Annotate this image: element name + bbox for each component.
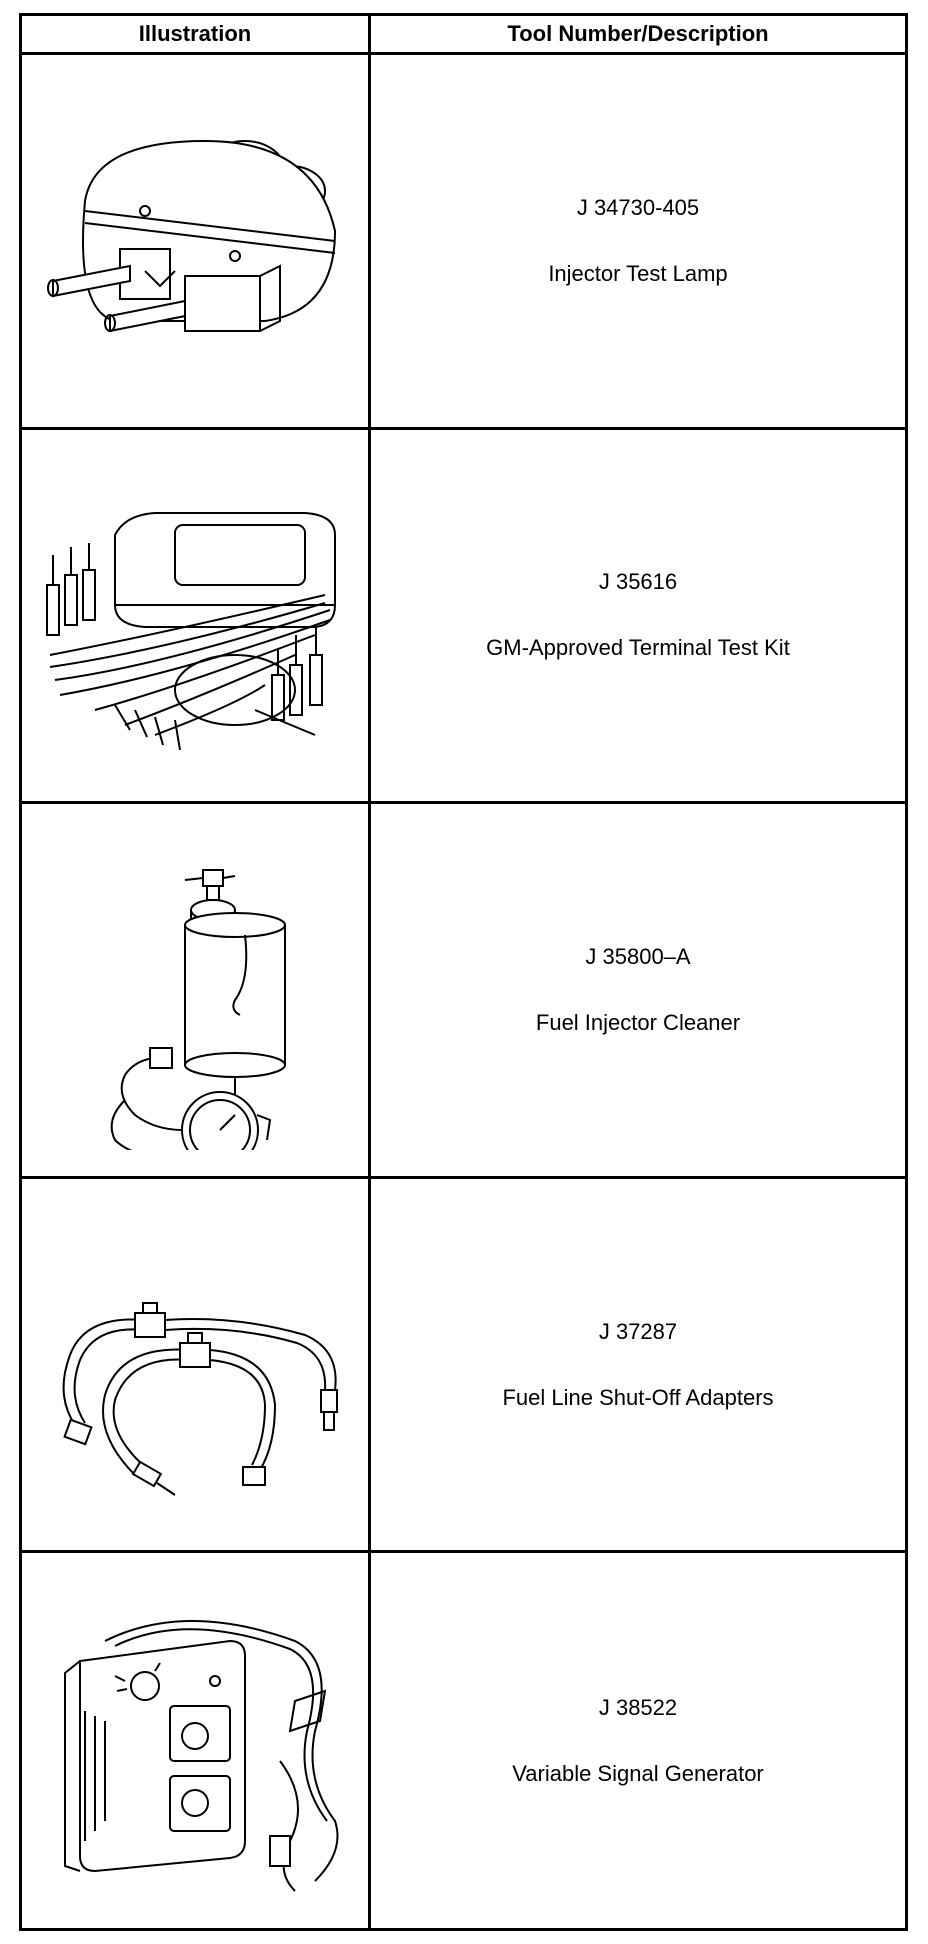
- description-cell: J 35800–A Fuel Injector Cleaner: [371, 804, 905, 1179]
- description-cell: J 35616 GM-Approved Terminal Test Kit: [371, 430, 905, 805]
- terminal-test-kit-icon: [35, 455, 355, 775]
- tool-number: J 38522: [598, 1694, 678, 1720]
- tool-number: J 37287: [598, 1318, 678, 1344]
- tool-description: Injector Test Lamp: [548, 260, 728, 286]
- illustration-cell: [22, 804, 371, 1179]
- fuel-injector-cleaner-icon: [35, 830, 355, 1150]
- header-illustration: Illustration: [22, 16, 371, 55]
- illustration-cell: [22, 429, 371, 805]
- description-cell: J 37287 Fuel Line Shut-Off Adapters: [371, 1179, 905, 1554]
- header-tool-description: Tool Number/Description: [371, 16, 905, 55]
- tool-description: Variable Signal Generator: [512, 1760, 764, 1786]
- tool-description: Fuel Injector Cleaner: [535, 1009, 741, 1035]
- tools-table: Illustration Tool Number/Description J 3…: [19, 13, 908, 1931]
- fuel-line-adapters-icon: [35, 1205, 355, 1525]
- tool-number: J 35616: [598, 569, 678, 595]
- illustration-cell: [22, 55, 371, 430]
- illustration-cell: [22, 1178, 371, 1554]
- tool-number: J 35800–A: [585, 943, 691, 969]
- tool-description: GM-Approved Terminal Test Kit: [486, 635, 790, 661]
- tool-description: Fuel Line Shut-Off Adapters: [502, 1384, 774, 1410]
- injector-test-lamp-icon: [35, 81, 355, 401]
- signal-generator-icon: [35, 1581, 355, 1901]
- description-cell: J 34730-405 Injector Test Lamp: [371, 55, 905, 430]
- description-cell: J 38522 Variable Signal Generator: [371, 1553, 905, 1928]
- tool-number: J 34730-405: [576, 194, 700, 220]
- illustration-cell: [22, 1553, 371, 1928]
